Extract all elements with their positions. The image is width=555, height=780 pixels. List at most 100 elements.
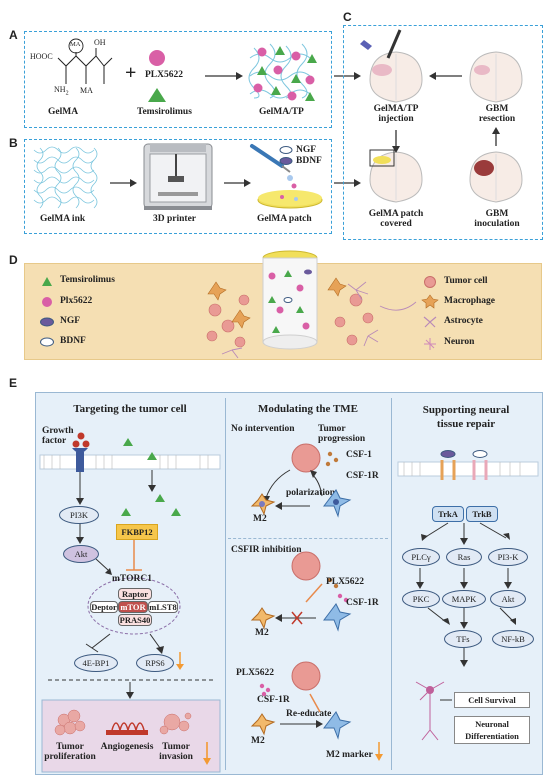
3d-printer-label: 3D printer (153, 214, 197, 224)
pkc-node: PKC (402, 590, 440, 608)
polarization-label: polarization (286, 488, 336, 498)
cell-survival-box: Cell Survival (454, 692, 530, 708)
plx5622-label-3: PLX5622 (236, 668, 274, 678)
csf1r-label-2: CSF-1R (346, 598, 379, 608)
chem-nh: NH2 (54, 85, 69, 97)
m2-label: M2 (253, 514, 267, 524)
legend-neuron: Neuron (444, 337, 475, 347)
panel-label-d: D (9, 253, 18, 267)
legend-ngf: NGF (60, 316, 81, 326)
csf1-label: CSF-1 (346, 450, 372, 460)
temsirolimus-label: Temsirolimus (137, 107, 192, 117)
trka-node: TrkA (432, 506, 464, 522)
panel-a-frame (24, 31, 332, 128)
mlst8-node: mLST8 (148, 601, 178, 613)
panel-b-frame (24, 139, 332, 234)
deptor-node: Deptor (90, 601, 118, 613)
col1-title: Targeting the tumor cell (73, 403, 187, 415)
csf1r-inhibition-label: CSFIR inhibition (231, 545, 302, 555)
legend-astrocyte: Astrocyte (444, 316, 483, 326)
angiogenesis-label: Angiogenesis (100, 742, 154, 752)
panel-e-divider (225, 398, 226, 770)
ras-node: Ras (446, 548, 482, 566)
akt-node-2: Akt (490, 590, 526, 608)
akt-node: Akt (63, 545, 99, 563)
m2-label-2: M2 (255, 628, 269, 638)
raptor-node: Raptor (118, 588, 152, 600)
legend-bdnf: BDNF (60, 336, 86, 346)
legend-temsirolimus: Temsirolimus (60, 275, 115, 285)
pras40-node: PRAS40 (118, 614, 152, 626)
col2-title: Modulating the TME (257, 403, 359, 415)
panel-label-b: B (9, 136, 18, 150)
mapk-node: MAPK (442, 590, 486, 608)
re-educate-label: Re-educate (286, 709, 332, 719)
trkb-node: TrkB (466, 506, 498, 522)
nfkb-node: NF-kB (492, 630, 534, 648)
rps6-node: RPS6 (136, 654, 174, 672)
csf1r-label: CSF-1R (346, 471, 379, 481)
legend-tumor-cell: Tumor cell (444, 276, 488, 286)
gelma-patch-label: GelMA patch (257, 214, 312, 224)
mtor-node: mTOR (118, 601, 148, 613)
no-intervention-label: No intervention (231, 424, 295, 434)
chem-hooc: HOOC (30, 52, 53, 61)
plcy-node: PLCγ (402, 548, 440, 566)
panel-label-a: A (9, 28, 18, 42)
panel-e-divider (391, 398, 392, 770)
gelma-label: GelMA (48, 107, 79, 117)
panel-label-e: E (9, 376, 18, 390)
fkbp12-node: FKBP12 (116, 524, 158, 540)
panel-e-divider (228, 538, 388, 539)
mtorc1-label: mTORC1 (112, 574, 152, 584)
gelma-ink-label: GelMA ink (40, 214, 86, 224)
plus-sign: + (125, 62, 137, 84)
4ebp1-node: 4E-BP1 (74, 654, 118, 672)
panel-c-frame (343, 25, 543, 240)
chem-oh: OH (94, 38, 106, 47)
chem-ma-bottom: MA (80, 86, 93, 95)
m2-marker-label: M2 marker (326, 750, 373, 760)
plx5622-label-2: PLX5622 (326, 577, 364, 587)
legend-macrophage: Macrophage (444, 296, 496, 306)
gelma-tp-label: GelMA/TP (259, 107, 304, 117)
csf1r-label-3: CSF-1R (257, 695, 290, 705)
pi3k-node-2: PI3-K (488, 548, 528, 566)
plx5622-label: PLX5622 (145, 70, 183, 80)
pi3k-node: PI3K (59, 506, 99, 524)
panel-label-c: C (343, 10, 352, 24)
legend-plx5622: Plx5622 (60, 296, 93, 306)
bdnf-label: BDNF (296, 156, 322, 166)
tfs-node: TFs (444, 630, 482, 648)
ngf-label: NGF (296, 145, 317, 155)
chem-ma-top: MA (70, 41, 81, 48)
m2-label-3: M2 (251, 736, 265, 746)
